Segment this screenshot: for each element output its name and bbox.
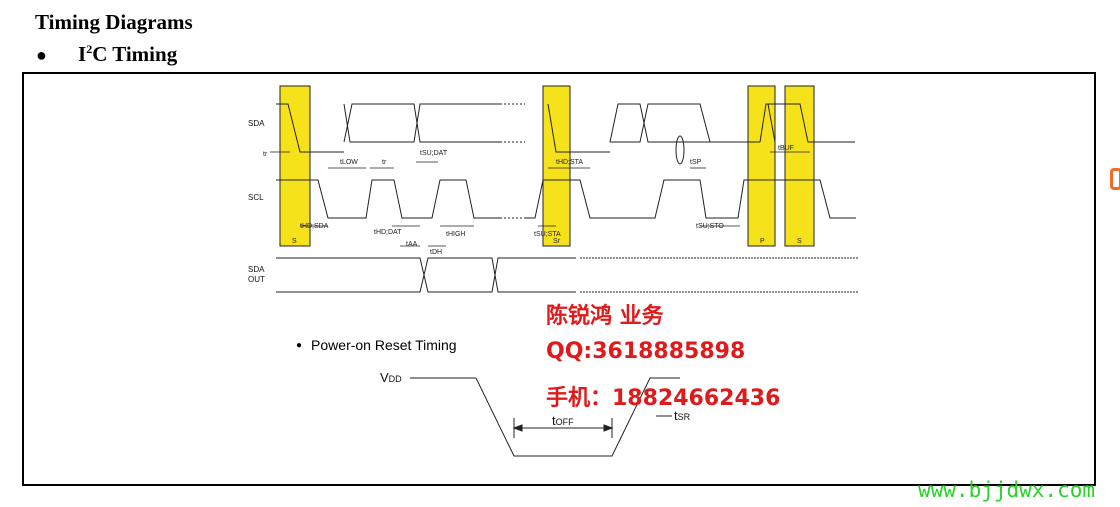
tsp-label: tSP (690, 159, 702, 166)
subsection-heading: ● I2C Timing (36, 42, 177, 67)
tsu-sta-label: tSU;STA (534, 231, 561, 238)
tsu-dat-label: tSU;DAT (420, 150, 448, 157)
bullet-icon: ● (296, 340, 303, 351)
contact-qq: QQ:3618885898 (546, 339, 746, 364)
thigh-label: tHIGH (446, 231, 465, 238)
start-condition-2-highlight (784, 85, 815, 247)
stop-mark: P (760, 238, 765, 245)
start-mark: S (292, 238, 297, 245)
por-title-text: Power-on Reset Timing (311, 337, 457, 353)
contact-name: 陈锐鸿 业务 (546, 304, 664, 329)
section-heading: Timing Diagrams (35, 10, 193, 34)
side-logo-icon (1110, 168, 1120, 190)
tlow-label: tLOW (340, 159, 358, 166)
repeated-start-highlight (542, 85, 571, 247)
start-mark-2: S (797, 238, 802, 245)
taa-label: tAA (406, 241, 418, 248)
toff-label: tOFF (552, 413, 574, 428)
sda-label: SDA (248, 119, 265, 128)
timing-arrows (270, 151, 810, 247)
por-title: ● Power-on Reset Timing (296, 337, 457, 353)
sda-waveform (276, 103, 855, 165)
thd-sda-label: tHD;SDA (300, 223, 329, 230)
tsr-label: tSR (674, 408, 691, 423)
tdh-label: tDH (430, 249, 442, 256)
vdd-label: VDD (380, 370, 402, 385)
tr-label: tr (382, 159, 387, 166)
subheading-suffix: C Timing (92, 42, 178, 66)
tbuf-label: tBUF (778, 145, 794, 152)
stop-condition-highlight (747, 85, 776, 247)
contact-phone: 手机：18824662436 (546, 386, 781, 411)
tf-label: tr (263, 151, 268, 158)
thd-dat-label: tHD;DAT (374, 229, 402, 236)
por-waveform (410, 377, 680, 457)
sda-out-waveform (276, 257, 858, 293)
sda-out-label-line1: SDA (248, 265, 265, 274)
watermark: www.bjjdwx.com (918, 478, 1096, 502)
sda-out-label-line2: OUT (248, 275, 265, 284)
start-condition-highlight (279, 85, 311, 247)
subheading-prefix: I (78, 42, 87, 66)
repeated-start-mark: Sr (553, 238, 561, 245)
bullet-icon: ● (36, 45, 47, 65)
thd-sta-label: tHD;STA (556, 159, 583, 166)
tsu-sto-label: tSU;STO (696, 223, 724, 230)
scl-label: SCL (248, 193, 264, 202)
subheading-superscript: 2 (86, 42, 93, 56)
figure-frame (22, 72, 1096, 486)
scl-waveform (276, 179, 856, 219)
